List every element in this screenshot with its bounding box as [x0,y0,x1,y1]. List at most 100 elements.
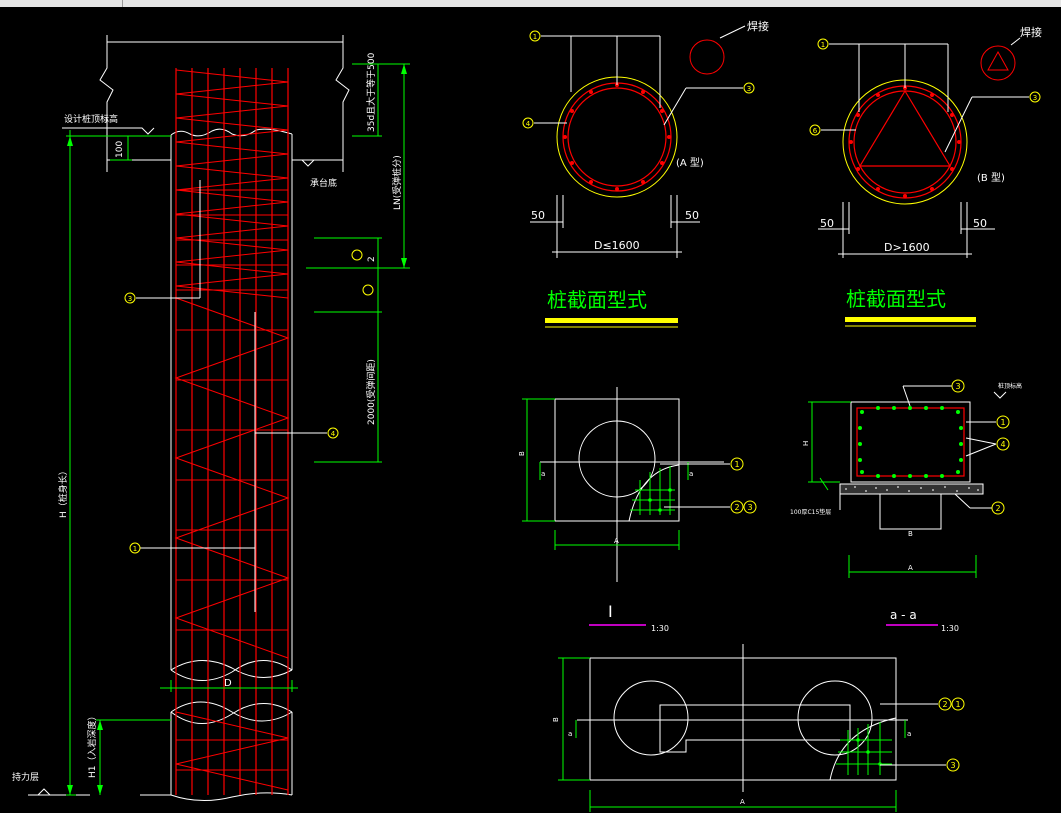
callout-1-text: 1 [955,700,960,709]
weld-label-b: 焊接 [1020,25,1042,39]
section-b-leaders [821,37,1029,153]
aa-scale: 1:30 [941,624,959,633]
weld-symbol-b [980,45,1016,81]
cover-left-b: 50 [820,217,834,230]
pile-hoop-rebar [176,189,288,771]
pile-guide-lines [199,180,256,612]
double-cap-leaders [880,703,946,766]
pile-callouts: 3 4 1 [124,249,374,554]
stiffener-ring-b [853,90,957,194]
main-bars-b [849,86,961,198]
cap-plan-dims [522,398,689,550]
cut-mark-right: a [689,470,693,478]
pile-spiral-stirrup [174,69,290,791]
h-length-label: H（桩身长） [57,466,69,518]
callout-1-text: 1 [1000,418,1005,427]
pile-cap-outline [30,35,350,801]
pile-circle-left [613,680,689,756]
callout-1-text: 1 [133,545,137,553]
dim-h-section: H [802,441,810,446]
callout-3-text: 3 [747,85,751,93]
callout-4-text: 4 [1000,440,1005,449]
level-markers [28,127,342,796]
cut-mark-right-double: a [907,730,911,738]
weld-triangle-b [987,50,1009,71]
anchor-length-label: 35d且大于等于500 [365,52,377,132]
spacing-2-label: 2 [367,256,377,262]
blinding-hatch [845,486,979,492]
pile-longitudinal-rebar [175,68,289,795]
main-bars-a [563,83,671,191]
cap-plan-leaders [660,463,730,508]
title-underline-a [545,318,678,323]
dim-b-double: B [552,717,560,722]
section-a-leaders [534,25,746,126]
cap-stirrup [856,407,965,477]
dim-a-double: A [740,798,745,806]
pile-top-level-label: 桩顶标高 [998,382,1022,390]
callout-3-text: 3 [955,382,960,391]
cut-mark-left-double: a [568,730,572,738]
stirrup-ring-a [562,82,672,192]
section-title-b: 桩截面型式 [846,287,946,311]
aa-section-title: a - a [890,608,917,622]
diameter-d-label: D [224,678,232,689]
cap-section-outline [850,401,971,483]
cover-right-b: 50 [973,217,987,230]
diameter-label-a: D≤1600 [594,239,640,252]
pile-circle-plan [578,420,656,498]
triangle-brace-b [858,89,952,167]
double-cap-rebar-grid [836,722,892,775]
double-cap-dims [558,657,906,812]
double-cap-plan: 2 1 3 B A a a [552,644,965,812]
h1-length-label: H1（入岩深度） [86,712,98,779]
stirrup-ring-b [848,85,962,199]
pile-dim-lines [66,63,410,796]
weld-label-a: 焊接 [747,19,769,33]
plan-section-title: I [608,602,613,621]
callout-1-text: 1 [734,460,739,469]
blinding-layer [839,483,984,495]
callout-4-text: 4 [331,430,336,438]
anchor-arc-double [829,717,897,781]
weld-symbol-a [689,39,725,75]
dim-a-section: A [908,564,913,572]
type-label-a: (A 型) [676,156,704,169]
cap-section-leaders [839,385,1007,510]
callout-6-text: 6 [813,127,818,135]
cap-plan-bars [648,488,672,512]
pile-dim-ticks [67,64,407,795]
pile-elevation: 3 4 1 设计桩顶标高 承台底 持力层 100 35d且大于等于500 LN(… [12,35,410,801]
callout-3-text: 3 [128,295,132,303]
cap-plan: 1 2 3 B A a a I 1:30 [518,387,757,633]
plan-scale: 1:30 [651,624,669,633]
dim-a-plan: A [614,537,619,545]
pile-outline-a [556,76,678,198]
cap-section-callouts: 3 1 4 2 [951,379,1010,515]
callout-2-text: 2 [942,700,947,709]
double-cap-callouts: 2 1 3 [938,697,965,772]
section-b-type: 1 6 3 焊接 (B 型) 50 50 D>1600 桩截面型式 [809,25,1042,327]
callout-3-text: 3 [747,503,752,512]
section-a-type: 1 4 3 焊接 (A 型) 50 50 D≤1600 桩截面型式 [522,19,769,328]
section-title-a: 桩截面型式 [547,288,647,312]
callout-1-text: 1 [821,41,825,49]
dim-b-section: B [908,530,913,538]
callout-4-text: 4 [526,120,531,128]
dim-b-plan: B [518,451,526,456]
section-a-dims [530,195,700,258]
ln-label: LN(受弹桩分) [391,155,403,210]
section-b-dims [818,202,995,258]
diameter-label-b: D>1600 [884,241,930,254]
cover-left-a: 50 [531,209,545,222]
pile-circle-right [797,680,873,756]
callout-3-text: 3 [950,761,955,770]
cover-right-a: 50 [685,209,699,222]
bearing-layer-label: 持力层 [12,771,39,783]
callout-3-text: 3 [1033,94,1037,102]
section-a-callouts: 1 4 3 [522,30,755,129]
type-label-b: (B 型) [977,171,1005,184]
pile-stub-section [879,493,942,530]
window-top-bar [0,0,1061,7]
